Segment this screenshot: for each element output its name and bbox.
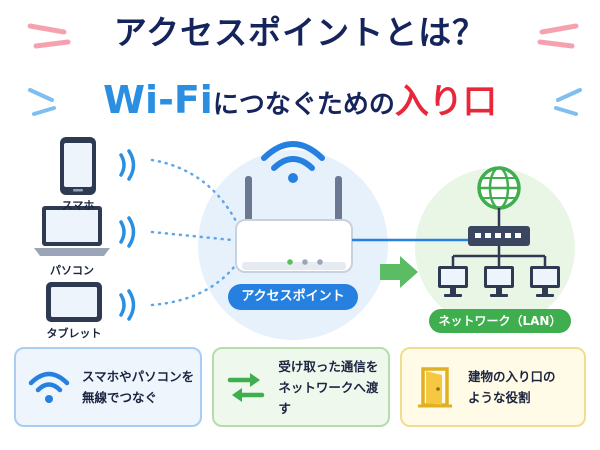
door-icon [418, 367, 452, 408]
subtitle-wifi: Wi-Fi [103, 78, 213, 122]
card-line: ネットワークへ渡す [278, 379, 379, 416]
globe-icon [477, 166, 521, 226]
card-line: 無線でつなぐ [82, 390, 158, 405]
router-icon [235, 176, 353, 273]
green-arrow-icon [380, 256, 418, 288]
subtitle-middle: につなぐための [212, 90, 395, 120]
card-line: ような役割 [468, 390, 531, 405]
title-decoration-right-icon [537, 23, 579, 49]
title-decoration-left-icon [27, 23, 71, 49]
subtitle-decoration-left-icon [28, 88, 56, 116]
device-label-smartphone: スマホ [61, 199, 95, 212]
exchange-arrows-icon [227, 373, 265, 402]
device-label-laptop: パソコン [50, 264, 94, 277]
feature-card-wireless: スマホやパソコンを 無線でつなぐ [14, 347, 202, 427]
lan-wiring [451, 246, 547, 266]
main-title: アクセスポイントとは？ [113, 13, 487, 52]
subtitle: Wi-Fiにつなぐための入り口 [0, 74, 600, 123]
laptop-icon [34, 206, 110, 256]
subtitle-entrance: 入り口 [394, 82, 497, 122]
access-point-label: アクセスポイント [228, 284, 358, 310]
network-switch-icon [468, 226, 530, 246]
wireless-links [150, 158, 240, 307]
feature-card-relay: 受け取った通信を ネットワークへ渡す [212, 347, 390, 427]
card-line: 受け取った通信を [278, 358, 379, 374]
subtitle-decoration-right-icon [554, 88, 582, 116]
card-line: スマホやパソコンを [82, 369, 195, 384]
lan-computer-icons [438, 266, 560, 297]
feature-card-entrance: 建物の入り口の ような役割 [400, 347, 586, 427]
wifi-icon [28, 371, 70, 403]
device-signal-icons [119, 149, 136, 321]
device-label-tablet: タブレット [46, 327, 102, 340]
card-line: 建物の入り口の [468, 369, 556, 384]
smartphone-icon [60, 137, 96, 195]
router-wifi-icon [261, 141, 325, 183]
network-label: ネットワーク（LAN） [429, 309, 571, 333]
tablet-icon [46, 282, 102, 322]
